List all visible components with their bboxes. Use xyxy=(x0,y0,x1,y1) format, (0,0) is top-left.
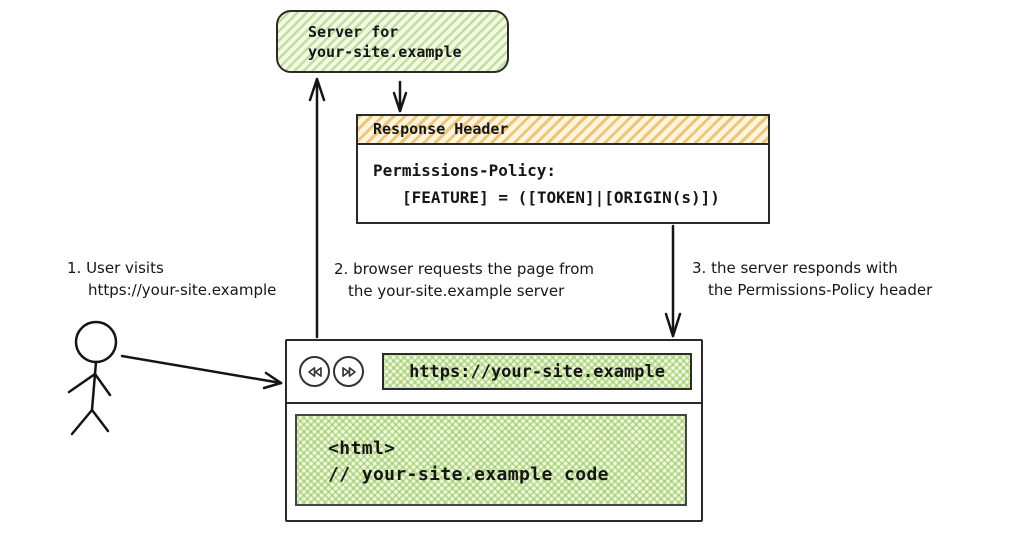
page-content-box: <html> // your-site.example code xyxy=(295,414,687,506)
annotation-step-1-line2: https://your-site.example xyxy=(88,281,277,299)
response-header-title: Response Header xyxy=(358,116,768,145)
annotation-step-2-line1: 2. browser requests the page from xyxy=(334,260,594,278)
annotation-step-1: 1. User visits https://your-site.example xyxy=(67,257,276,301)
annotation-step-1-line1: 1. User visits xyxy=(67,259,164,277)
arrow-server-to-response-header xyxy=(392,80,408,113)
annotation-step-3-line2: the Permissions-Policy header xyxy=(708,281,933,299)
forward-double-chevron-icon xyxy=(341,366,356,377)
response-header-box: Response Header Permissions-Policy: [FEA… xyxy=(356,114,770,224)
forward-button xyxy=(333,356,364,387)
url-text: https://your-site.example xyxy=(409,361,665,382)
back-button xyxy=(299,356,330,387)
annotation-step-3-line1: 3. the server responds with xyxy=(692,259,898,277)
stick-figure-user xyxy=(67,320,118,436)
annotation-step-2-line2: the your-site.example server xyxy=(348,282,565,300)
code-line1: <html> xyxy=(328,438,396,459)
annotation-step-2: 2. browser requests the page from the yo… xyxy=(334,258,594,302)
browser-toolbar: https://your-site.example xyxy=(287,341,701,404)
policy-line2: [FEATURE] = ([TOKEN]|[ORIGIN(s)]) xyxy=(402,188,720,207)
code-line2: // your-site.example code xyxy=(328,464,609,485)
response-header-body: Permissions-Policy: [FEATURE] = ([TOKEN]… xyxy=(358,145,768,211)
arrow-user-to-browser xyxy=(120,354,283,390)
browser-window: https://your-site.example <html> // your… xyxy=(285,339,703,522)
back-double-chevron-icon xyxy=(307,366,322,377)
policy-line1: Permissions-Policy: xyxy=(373,161,557,180)
server-label-line1: Server for xyxy=(308,23,399,41)
arrow-response-to-browser xyxy=(664,224,682,338)
server-label-line2: your-site.example xyxy=(308,43,462,61)
annotation-step-3: 3. the server responds with the Permissi… xyxy=(692,257,932,301)
url-bar: https://your-site.example xyxy=(382,353,692,390)
arrow-browser-to-server xyxy=(308,77,326,339)
server-box: Server for your-site.example xyxy=(276,10,509,73)
